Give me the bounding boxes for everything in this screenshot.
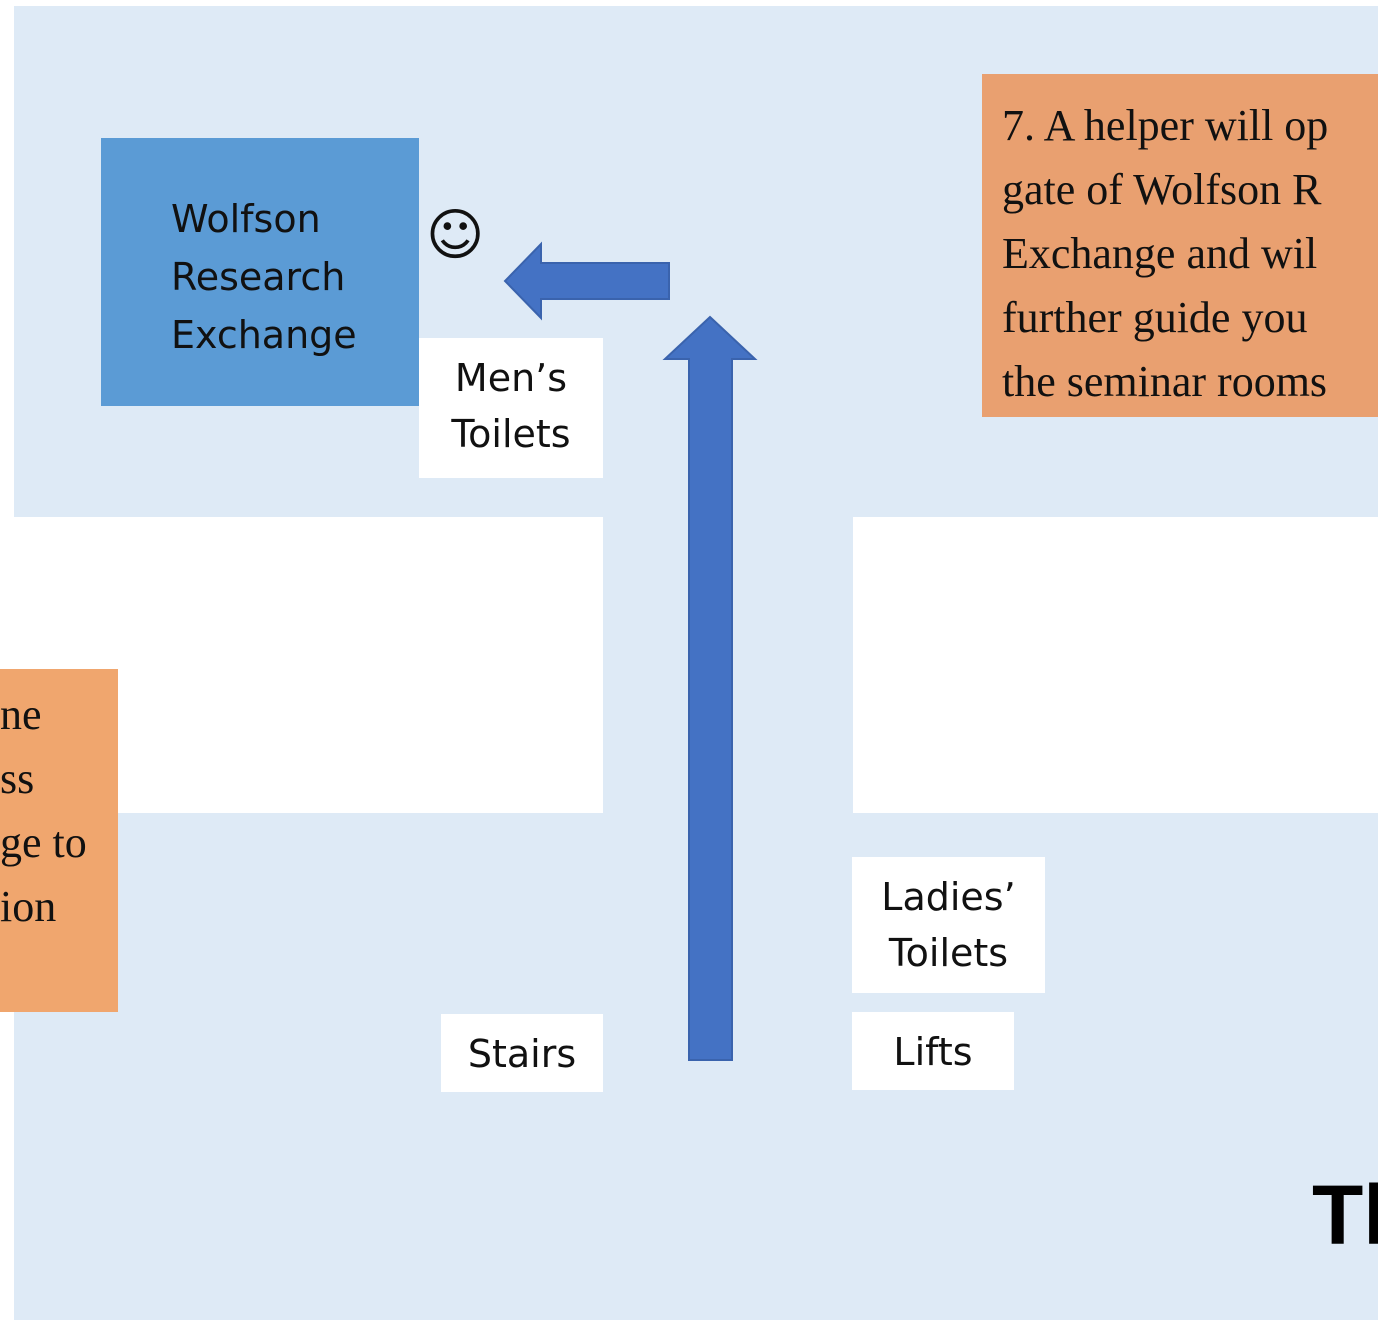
mens-toilets-label: Men’s Toilets	[419, 338, 603, 478]
step7-note-line: 7. A helper will op	[1002, 101, 1329, 150]
up-arrow	[662, 315, 758, 1061]
ladies-toilets-line: Ladies’	[881, 875, 1016, 919]
previous-step-note: ne ss ge to ion	[0, 669, 118, 1012]
heading-fragment: Th	[1312, 1168, 1378, 1262]
step7-note-line: the seminar rooms	[1002, 357, 1328, 406]
previous-step-note-line: ion	[0, 882, 57, 931]
step7-note-line: gate of Wolfson R	[1002, 165, 1322, 214]
previous-step-note-line: ne	[0, 690, 42, 739]
building-label-line: Exchange	[171, 313, 357, 357]
mens-toilets-line: Men’s	[454, 356, 568, 400]
stairs-label: Stairs	[441, 1014, 603, 1092]
mens-toilets-line: Toilets	[451, 412, 571, 456]
wolfson-research-exchange: Wolfson Research Exchange	[101, 138, 419, 406]
smiley-icon: ☺	[426, 203, 485, 268]
lifts-text: Lifts	[893, 1030, 973, 1074]
lifts-label: Lifts	[852, 1012, 1014, 1090]
previous-step-note-line: ge to	[0, 818, 87, 867]
building-label: Wolfson Research Exchange	[171, 190, 357, 364]
step7-note-line: Exchange and wil	[1002, 229, 1318, 278]
step7-note: 7. A helper will op gate of Wolfson R Ex…	[982, 74, 1378, 417]
left-arrow	[503, 241, 670, 321]
stairs-text: Stairs	[467, 1032, 577, 1076]
ladies-toilets-line: Toilets	[888, 931, 1009, 975]
ladies-toilets-label: Ladies’ Toilets	[852, 857, 1045, 993]
step7-note-line: further guide you	[1002, 293, 1308, 342]
building-label-line: Wolfson	[171, 197, 321, 241]
previous-step-note-line: ss	[0, 754, 35, 803]
building-label-line: Research	[171, 255, 346, 299]
